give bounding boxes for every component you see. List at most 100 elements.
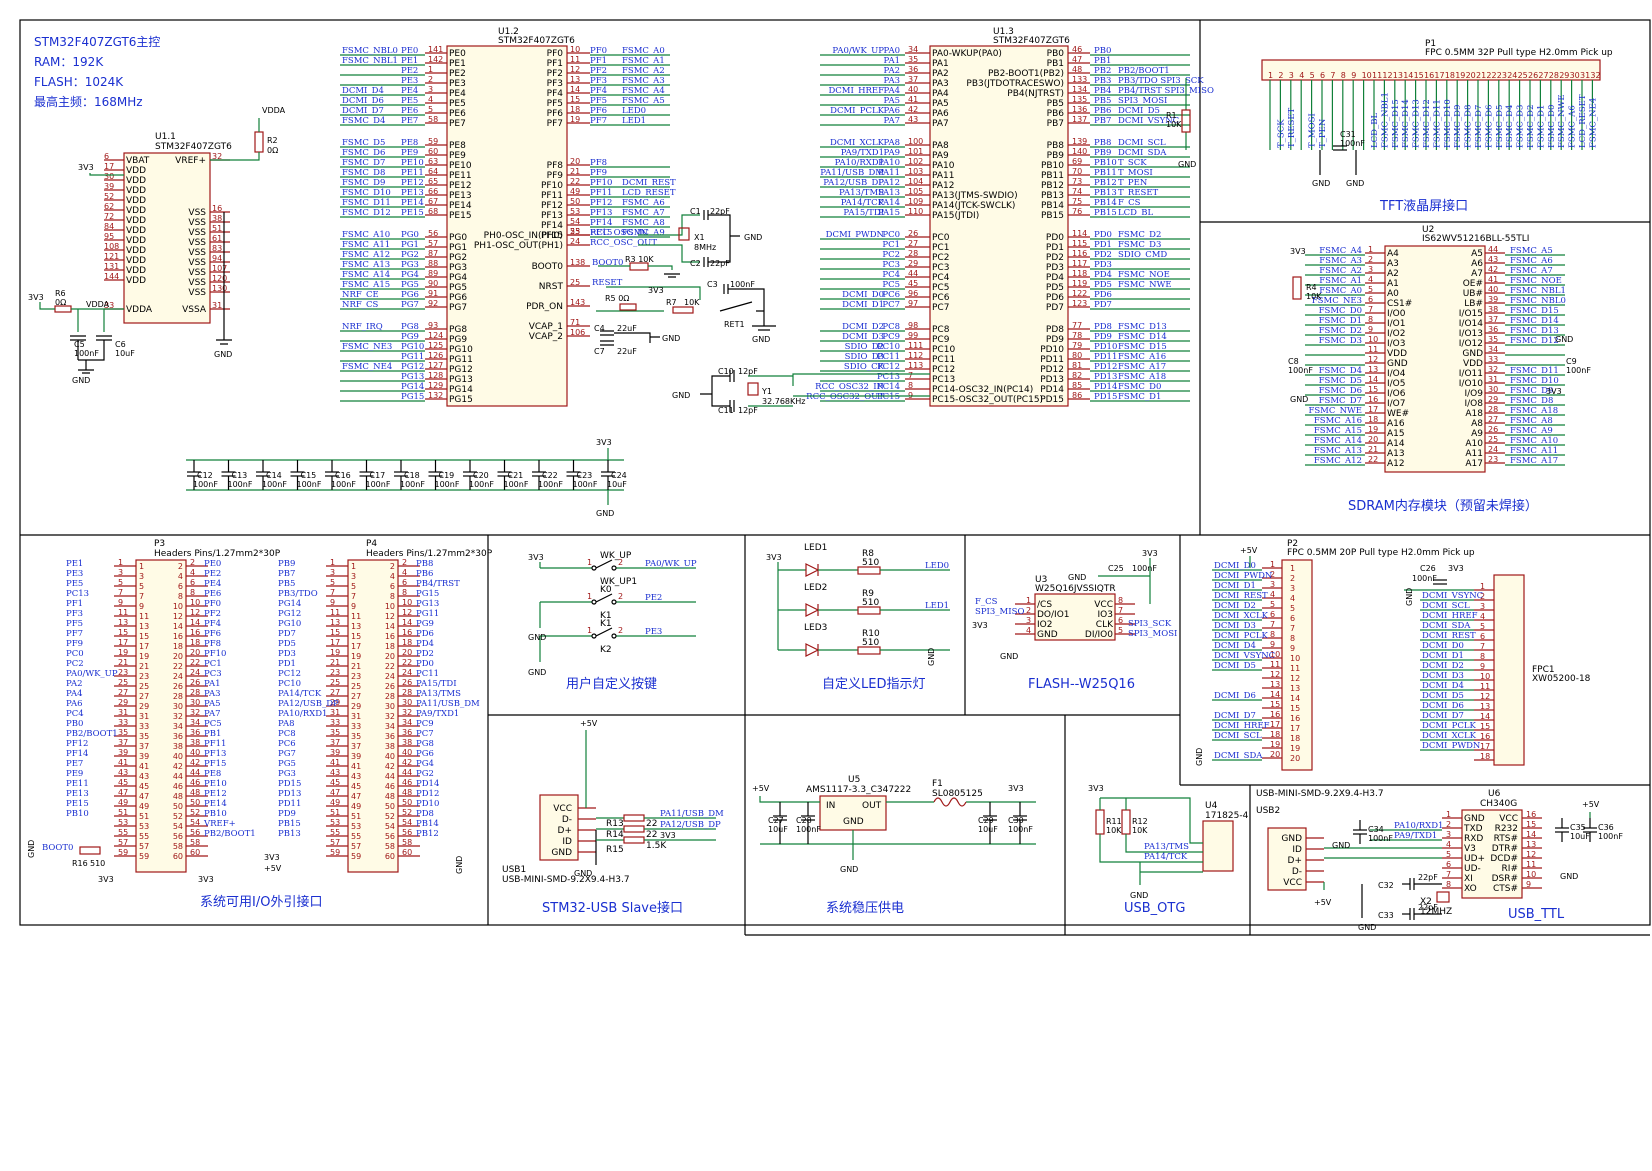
gnd-label: GND <box>1405 588 1414 606</box>
p4-pin-number: 60 <box>402 848 412 857</box>
p3-pin-number: 26 <box>190 678 200 687</box>
u1-3-pin-number: 110 <box>908 207 923 216</box>
p3-pin-number: 21 <box>118 658 128 667</box>
gnd-label: GND <box>744 233 762 242</box>
u2-net-label: FSMC_D8 <box>1510 396 1553 406</box>
decap-ref: C15 <box>301 471 317 480</box>
p3-pin-number: 34 <box>190 718 200 727</box>
p3-net-label: PA5 <box>204 699 221 709</box>
v33-label: 3V3 <box>766 553 782 562</box>
v33-label: 3V3 <box>198 875 214 884</box>
p4-pin-number: 25 <box>330 678 340 687</box>
pb-pullup: R1 10K GND <box>1166 78 1196 169</box>
p4-net-label: PB5 <box>278 579 295 589</box>
u1-3-net-label: DCMI_PWDN <box>826 230 885 240</box>
fpc1-net-label: DCMI_D3 <box>1422 671 1464 681</box>
flash-pin-number: 4 <box>1026 626 1031 635</box>
u1-3-pin-name: PD11 <box>1040 355 1064 365</box>
u1-3-pin-number: 119 <box>1072 279 1087 288</box>
p1-net-label: FSMC_D11 <box>1432 99 1442 148</box>
usb-slave-section-title: STM32-USB Slave接口 <box>542 900 683 916</box>
p2-net-label: DCMI_D3 <box>1214 621 1256 631</box>
p2-pin-number: 18 <box>1290 734 1300 743</box>
p2-net-label: DCMI_VSYNC <box>1214 651 1275 661</box>
u1-2-pin-name: BOOT0 <box>532 262 564 272</box>
u1-3-pin-port: PD10 <box>1094 342 1117 352</box>
usb2-pin-name: ID <box>1292 845 1302 855</box>
u1-2-pin-number: 71 <box>570 318 580 327</box>
flash-pin-name: GND <box>1037 630 1058 640</box>
p4-ref: P4 <box>366 539 377 549</box>
u6-pin-number: 14 <box>1526 830 1536 839</box>
r7-ref: R7 <box>666 298 677 307</box>
u2-net-label: FSMC_D6 <box>1319 386 1362 396</box>
u1-3-pin-name: PC5 <box>932 283 949 293</box>
u6-pin-number: 2 <box>1446 820 1451 829</box>
u2-pin-number: 1 <box>1368 245 1373 254</box>
u1-3-pin-name: PC3 <box>932 263 949 273</box>
p1-pin-number: 27 <box>1538 71 1548 80</box>
u1-2-pin-port: PF15 <box>590 228 612 238</box>
usb1-ref: USB1 <box>502 865 526 875</box>
u1-3-pin-name: PC11 <box>932 355 955 365</box>
u1-2-pin-number: 88 <box>428 259 438 268</box>
u1-2-pin-number: 14 <box>570 85 580 94</box>
gnd-label: GND <box>574 869 592 878</box>
flash-pin-name: CLK <box>1096 620 1114 630</box>
p3-pin-number: 54 <box>173 822 183 831</box>
p3-pin-number: 49 <box>139 802 149 811</box>
u1-3-net-label: FSMC_A17 <box>1118 362 1166 372</box>
p4-net-label: PB3/TDO <box>278 589 318 599</box>
u1-3-ref: U1.3 <box>993 27 1014 37</box>
u2-net-label: FSMC_NBL1 <box>1510 286 1566 296</box>
u2-net-label: FSMC_A2 <box>1319 266 1362 276</box>
p4-net-label: PA8 <box>278 719 295 729</box>
u1-3-pin-name: PA6 <box>932 109 949 119</box>
p3-pin-number: 1 <box>139 562 144 571</box>
u1-2-pin-name: PF11 <box>541 191 563 201</box>
u1-2-net-label: RCC_OSC_OUT <box>590 238 657 248</box>
p1-pin-number: 13 <box>1393 71 1403 80</box>
u1-3-net-label: PB2/BOOT1 <box>1118 66 1170 76</box>
u1-3-pin-number: 74 <box>1072 187 1082 196</box>
p1-net-label: FSMC_D12 <box>1422 99 1432 148</box>
p1-pin-number: 14 <box>1403 71 1413 80</box>
p1-net-label: FSMC_NBL1 <box>1380 92 1390 148</box>
r4-value: 10K <box>1306 292 1322 301</box>
p3-pin-number: 50 <box>190 798 200 807</box>
u1-2-pin-number: 92 <box>428 299 438 308</box>
p1-net-label: LCD_BL <box>1370 113 1380 148</box>
c1-ref: C1 <box>690 207 701 216</box>
u1-2-pin-port: PG4 <box>401 270 419 280</box>
p3-net-label: PE1 <box>66 559 83 569</box>
gnd-label: GND <box>1000 652 1018 661</box>
flash-pin-number: 1 <box>1026 596 1031 605</box>
u1-3-pin-port: PD7 <box>1094 300 1112 310</box>
u1-3-pin-port: PB9 <box>1094 148 1111 158</box>
fpc1-pin-number: 7 <box>1480 642 1485 651</box>
p2-net-label: DCMI_D4 <box>1214 641 1256 651</box>
p4-net-label: PG4 <box>416 759 434 769</box>
u1-2-pin-port: PF5 <box>590 96 607 106</box>
u2-net-label: FSMC_A14 <box>1314 436 1362 446</box>
u1-2-pin-number: 15 <box>570 95 580 104</box>
p4-pin-number: 58 <box>402 838 412 847</box>
u2-net-label: FSMC_D4 <box>1319 366 1362 376</box>
c11-value: 12pF <box>738 406 758 415</box>
p4-pin-number: 17 <box>351 642 361 651</box>
key-ref: WK_UP1 <box>600 577 637 587</box>
fpc1-pin-number: 3 <box>1480 602 1485 611</box>
u6-pin-name: RXD <box>1464 834 1483 844</box>
u1-3-pin-name: PC6 <box>932 293 950 303</box>
p3-pin-number: 37 <box>118 738 128 747</box>
u1-3-pin-port: PD12 <box>1094 362 1117 372</box>
u1-3-net-label: PA10/RXD1 <box>835 158 884 168</box>
c8-ref: C8 <box>1288 357 1299 366</box>
p4-pin-number: 14 <box>402 618 412 627</box>
mcu-info-line: FLASH：1024K <box>34 75 124 89</box>
u1-2-net-label: DCMI_D7 <box>342 106 384 116</box>
u1-1-pin-number: 72 <box>104 212 114 221</box>
p1-pin-number: 4 <box>1299 71 1304 80</box>
u2-pin-name: VDD <box>1463 359 1483 369</box>
u1-2-pin-name: PG13 <box>449 375 473 385</box>
